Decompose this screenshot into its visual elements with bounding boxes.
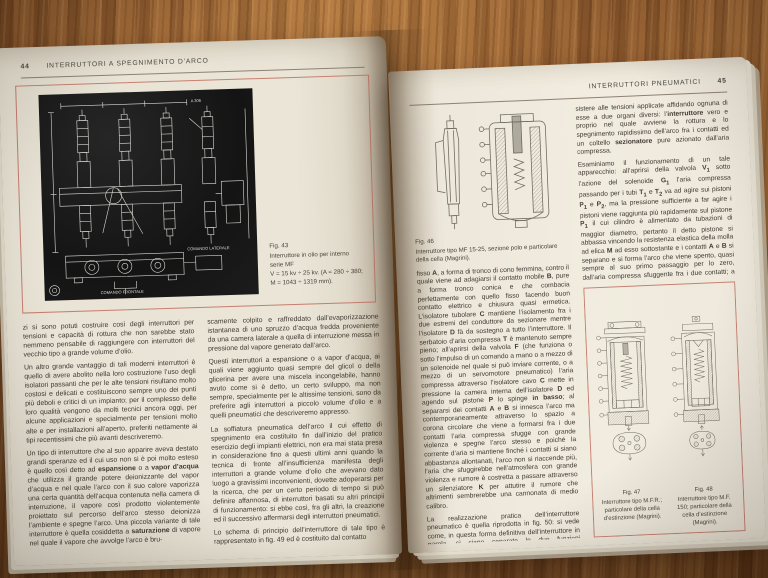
right-page-columns: Fig. 46 Interruttore tipo MF 15-25, sezi… bbox=[410, 100, 746, 544]
figure-48-caption-text: Interruttore tipo M.F. 150; particolare … bbox=[676, 494, 732, 527]
figure-46-panel bbox=[410, 106, 567, 234]
right-text-column-1: Fig. 46 Interruttore tipo MF 15-25, sezi… bbox=[410, 106, 580, 544]
right-running-title: INTERRUTTORI PNEUMATICI bbox=[588, 78, 702, 91]
paragraph: Lo schema di principio dell’interruttore… bbox=[213, 524, 386, 546]
right-page: INTERRUTTORI PNEUMATICI 45 bbox=[388, 56, 766, 554]
figure-46-illustration bbox=[435, 113, 550, 230]
right-page-number: 45 bbox=[717, 77, 727, 85]
figure-43-panel: A 306 COMANDO LATERALE COMANDO FRONTALE bbox=[38, 88, 259, 301]
paragraph: scamente colpito e raffreddato dall’evap… bbox=[207, 313, 380, 353]
figures-47-48-row bbox=[591, 289, 736, 489]
left-running-title: INTERRUTTORI A SPEGNIMENTO D'ARCO bbox=[46, 57, 209, 70]
paragraph: Esaminiamo il funzionamento di un tale a… bbox=[577, 155, 735, 284]
right-running-header: INTERRUTTORI PNEUMATICI 45 bbox=[409, 78, 727, 98]
fig43-lateral-label: COMANDO LATERALE bbox=[187, 245, 230, 251]
left-page: 44 INTERRUTTORI A SPEGNIMENTO D'ARCO bbox=[0, 36, 403, 566]
fig43-frontal-label: COMANDO FRONTALE bbox=[101, 289, 145, 295]
figure-43-caption: Fig. 43 Interruttore in olio per interno… bbox=[269, 240, 364, 289]
figure-47-caption-text: Interruttore tipo M.F.R.; particolare de… bbox=[601, 497, 663, 523]
figure-47-caption: Fig. 47 Interruttore tipo M.F.R.; partic… bbox=[599, 489, 665, 532]
fig43-top-annotation: A 306 bbox=[191, 98, 202, 103]
paragraph: zi si sono potuti costruire così degli i… bbox=[22, 319, 195, 359]
figure-43-frame: A 306 COMANDO LATERALE COMANDO FRONTALE … bbox=[15, 74, 377, 314]
left-page-number: 44 bbox=[20, 63, 30, 71]
figures-47-48-captions: Fig. 47 Interruttore tipo M.F.R.; partic… bbox=[599, 486, 737, 533]
figure-46-caption: Fig. 46 Interruttore tipo MF 15-25, sezi… bbox=[415, 232, 568, 265]
figure-43-caption-line: M = 1043 ÷ 1319 mm). bbox=[270, 277, 333, 287]
right-column-2-text: sistere alle tensioni applicate affidand… bbox=[575, 100, 735, 284]
paragraph: sistere alle tensioni applicate affidand… bbox=[575, 99, 730, 157]
left-text-column-2: scamente colpito e raffreddato dall’evap… bbox=[207, 312, 386, 549]
right-column-1-text: fisso A, a forma di tronco di cono femmi… bbox=[416, 264, 580, 545]
paragraph: La soffiatura pneumatica dell’arco il cu… bbox=[210, 420, 385, 524]
paragraph: La realizzazione pratica dell’interrutto… bbox=[426, 509, 581, 545]
paragraph: fisso A, a forma di tronco di cono femmi… bbox=[416, 263, 579, 511]
left-text-column-1: zi si sono potuti costruire così degli i… bbox=[23, 318, 202, 555]
figure-48-illustration bbox=[670, 315, 720, 457]
paragraph: Un tipo di interruttore che al suo appar… bbox=[26, 444, 201, 548]
paragraph: Un altro grande vantaggio di tali modern… bbox=[23, 359, 198, 445]
left-page-columns: zi si sono potuti costruire così degli i… bbox=[23, 312, 386, 555]
right-text-column-2: sistere alle tensioni applicate affidand… bbox=[575, 100, 746, 538]
figure-48-caption: Fig. 48 Interruttore tipo M.F. 150; part… bbox=[672, 486, 738, 529]
figure-47-illustration bbox=[595, 320, 649, 461]
figures-47-48-frame: Fig. 47 Interruttore tipo M.F.R.; partic… bbox=[582, 281, 746, 538]
figure-43-illustration: A 306 COMANDO LATERALE COMANDO FRONTALE bbox=[48, 98, 250, 296]
paragraph: Questi interruttori a espansione o a vap… bbox=[208, 353, 382, 421]
